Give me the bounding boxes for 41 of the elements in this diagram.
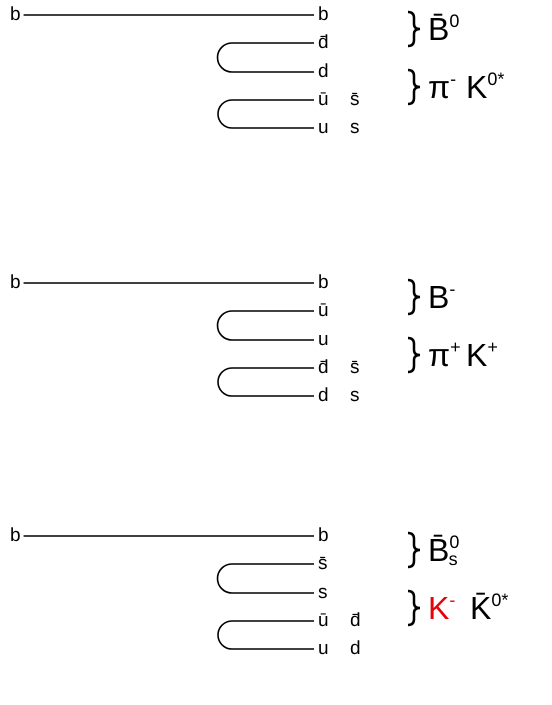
quark-label: d bbox=[318, 385, 329, 407]
quark-label: b bbox=[10, 272, 21, 294]
quark-label: ū bbox=[318, 300, 329, 322]
quark-label: s bbox=[350, 117, 360, 139]
meson-label: K$^{-}$ bbox=[428, 589, 456, 627]
quark-label: b bbox=[318, 4, 329, 26]
quark-line bbox=[217, 99, 314, 129]
meson-label: π$^{-}$ bbox=[428, 68, 456, 106]
meson-label: K̄$^{0*}$ bbox=[470, 589, 508, 627]
quark-line bbox=[217, 620, 314, 650]
quark-line bbox=[217, 367, 314, 397]
quark-line bbox=[24, 535, 314, 537]
meson-label: K$^{+}$ bbox=[466, 336, 498, 374]
quark-label: s bbox=[318, 582, 328, 604]
quark-line bbox=[24, 282, 314, 284]
quark-label: d̄ bbox=[350, 610, 361, 632]
quark-label: s̄ bbox=[350, 357, 360, 379]
quark-label: b bbox=[10, 525, 21, 547]
quark-label: u bbox=[318, 329, 329, 351]
quark-label: d̄ bbox=[318, 357, 329, 379]
quark-label: u bbox=[318, 117, 329, 139]
quark-line bbox=[216, 310, 314, 341]
quark-label: d bbox=[318, 61, 329, 83]
quark-label: s bbox=[350, 385, 360, 407]
quark-label: b bbox=[10, 4, 21, 26]
meson-label: K$^{0*}$ bbox=[466, 68, 504, 106]
quark-line bbox=[216, 42, 314, 73]
meson-label: π$^{+}$ bbox=[428, 336, 461, 374]
quark-label: b bbox=[318, 272, 329, 294]
quark-label: b bbox=[318, 525, 329, 547]
quark-line bbox=[216, 563, 314, 594]
quark-label: ū bbox=[318, 610, 329, 632]
quark-label: ū bbox=[318, 89, 329, 111]
meson-label: B̄$^{0}$ bbox=[428, 10, 460, 48]
quark-label: d bbox=[350, 638, 361, 660]
quark-label: u bbox=[318, 638, 329, 660]
quark-line bbox=[24, 14, 314, 16]
quark-label: s̄ bbox=[318, 553, 328, 575]
quark-label: d̄ bbox=[318, 32, 329, 54]
meson-label: B$^{-}$ bbox=[428, 278, 456, 316]
quark-label: s̄ bbox=[350, 89, 360, 111]
